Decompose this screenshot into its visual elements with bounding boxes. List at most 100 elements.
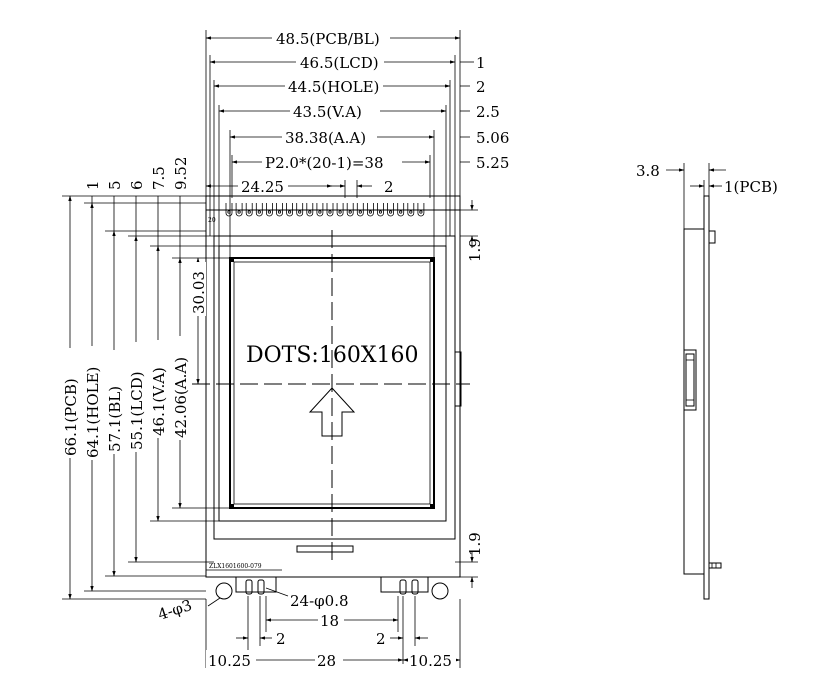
dim-pcb-height: 66.1(PCB) xyxy=(62,378,80,456)
dim-hole-diameter: 4-φ3 xyxy=(156,596,195,624)
part-number-label: ZLX1601600-079 xyxy=(209,563,262,570)
dim-aa-width: 38.38(A.A) xyxy=(285,129,366,147)
dim-left-offset-3: 6 xyxy=(128,180,146,190)
header-pin xyxy=(397,203,405,217)
active-area-corners xyxy=(230,258,434,508)
dim-middle: 28 xyxy=(317,652,336,670)
header-pin xyxy=(235,203,243,217)
header-pin-hole xyxy=(257,210,261,214)
dim-side-thickness: 3.8 xyxy=(636,162,660,180)
dim-right-offset-1: 1 xyxy=(476,54,486,72)
header-pin xyxy=(225,203,233,217)
header-pin xyxy=(296,203,304,217)
dim-top-gap: 1.9 xyxy=(466,238,484,262)
header-pin xyxy=(417,203,425,217)
header-pin xyxy=(387,203,394,217)
header-pin-hole xyxy=(237,210,241,214)
header-pin xyxy=(276,203,283,217)
pin-number-label: 20 xyxy=(208,217,216,224)
header-pin-hole xyxy=(308,210,312,214)
header-pin xyxy=(346,203,354,217)
side-view: 3.8 1(PCB) xyxy=(636,162,778,600)
header-pin-hole xyxy=(368,210,372,214)
header-pin-hole xyxy=(399,210,403,214)
header-pin xyxy=(266,203,273,217)
orientation-arrow-icon xyxy=(308,387,356,437)
dim-left-offset-1: 1 xyxy=(84,180,102,190)
header-pin-hole xyxy=(277,210,282,214)
dim-bottom-gap: 1.9 xyxy=(466,532,484,556)
header-pin-hole xyxy=(348,210,352,214)
dim-right-offset-2: 2 xyxy=(476,78,486,96)
header-pin-hole xyxy=(287,210,292,214)
dim-right-offset-3: 2.5 xyxy=(476,103,500,121)
header-pin xyxy=(407,203,415,217)
dim-right-offset-4: 5.06 xyxy=(476,129,509,147)
bottom-tab-left xyxy=(235,577,277,593)
side-clip xyxy=(454,351,462,407)
bottom-dimensions: 4-φ3 24-φ0.8 18 2 2 10.25 28 10.25 xyxy=(156,587,461,670)
right-dimensions: 1.9 1.9 xyxy=(455,200,484,588)
dim-hole-height: 64.1(HOLE) xyxy=(84,367,102,458)
dim-side-pcb: 1(PCB) xyxy=(724,178,778,196)
dim-pin-spacing: 2 xyxy=(384,178,394,196)
header-pin-hole xyxy=(318,210,322,214)
dim-left-offset-5: 9.52 xyxy=(172,157,190,190)
mounting-hole-right xyxy=(431,582,449,600)
header-pin xyxy=(255,203,263,217)
header-pin xyxy=(316,203,324,217)
dim-center-height: 30.03 xyxy=(190,271,208,314)
side-clip-detail xyxy=(683,349,697,411)
header-pin xyxy=(286,203,293,217)
dim-pcb-width: 48.5(PCB/BL) xyxy=(276,30,380,48)
header-pin xyxy=(336,203,344,217)
dim-bl-height: 57.1(BL) xyxy=(106,386,124,452)
dim-va-height: 46.1(V.A) xyxy=(150,367,168,436)
header-pin xyxy=(367,203,374,217)
pcb-outline xyxy=(205,195,461,578)
dim-left-margin: 10.25 xyxy=(208,652,251,670)
dim-hole-width: 44.5(HOLE) xyxy=(288,78,379,96)
dim-left-offset-4: 7.5 xyxy=(150,166,168,190)
dim-pin-pitch: P2.0*(20-1)=38 xyxy=(265,154,384,172)
header-pin-hole xyxy=(247,210,251,214)
header-pin-hole xyxy=(328,210,332,214)
pin-row xyxy=(225,203,425,217)
header-pin-hole xyxy=(298,210,302,214)
header-pin xyxy=(326,203,334,217)
header-pin xyxy=(356,203,364,217)
bottom-pins-right xyxy=(399,579,419,595)
header-pin-hole xyxy=(358,210,362,214)
dim-va-width: 43.5(V.A) xyxy=(293,103,362,121)
header-pin xyxy=(306,203,314,217)
dim-right-pin-spacing: 2 xyxy=(376,630,386,648)
connector-slot xyxy=(296,545,354,553)
dim-aa-height: 42.06(A.A) xyxy=(172,357,190,438)
mounting-hole-left xyxy=(215,582,233,600)
header-pin xyxy=(377,203,384,217)
dim-right-margin: 10.25 xyxy=(409,652,452,670)
side-pcb xyxy=(703,195,710,600)
header-pin-hole xyxy=(409,210,413,214)
bottom-pins-left xyxy=(245,579,265,595)
front-view: DOTS:160X160 20 ZLX1601600-079 xyxy=(192,195,470,600)
dim-pin1-offset: 24.25 xyxy=(241,178,284,196)
top-dimensions: 48.5(PCB/BL) 46.5(LCD) 44.5(HOLE) 43.5(V… xyxy=(205,28,509,258)
dim-left-offset-2: 5 xyxy=(106,180,124,190)
dim-right-offset-5: 5.25 xyxy=(476,154,509,172)
header-pin-hole xyxy=(267,210,271,214)
header-pin-hole xyxy=(419,210,423,214)
dim-lcd-height: 55.1(LCD) xyxy=(128,371,146,450)
dim-pad-spacing: 18 xyxy=(320,612,339,630)
left-dimensions: 66.1(PCB) 64.1(HOLE) 57.1(BL) 55.1(LCD) … xyxy=(62,157,230,600)
header-pin-hole xyxy=(338,210,342,214)
bottom-tab-right xyxy=(380,577,429,593)
lcd-glass-outline xyxy=(213,235,456,540)
header-pin-hole xyxy=(388,210,393,214)
display-label: DOTS:160X160 xyxy=(246,343,418,368)
dim-lcd-width: 46.5(LCD) xyxy=(300,54,379,72)
dim-pin-diameter: 24-φ0.8 xyxy=(290,592,349,610)
header-pin-hole xyxy=(378,210,383,214)
header-pin xyxy=(245,203,253,217)
